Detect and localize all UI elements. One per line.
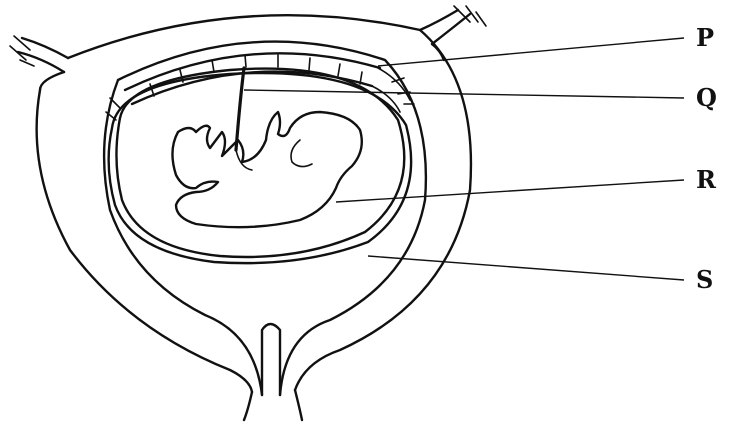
label-r: R: [696, 165, 717, 194]
amniotic-sac: [109, 69, 411, 264]
uterine-wall-outer-right: [432, 44, 444, 60]
uterine-wall-outer-left: [40, 72, 64, 90]
label-s: S: [696, 265, 713, 294]
leader-p: [378, 38, 684, 66]
umbilical-cord: [236, 68, 244, 150]
cervix: [244, 324, 302, 420]
leader-q: [244, 90, 684, 98]
leader-r: [336, 180, 684, 202]
fetus: [172, 112, 361, 227]
label-q: Q: [696, 83, 717, 112]
leader-s: [368, 256, 684, 280]
left-fallopian-tube: [10, 36, 68, 72]
label-p: P: [696, 23, 714, 52]
